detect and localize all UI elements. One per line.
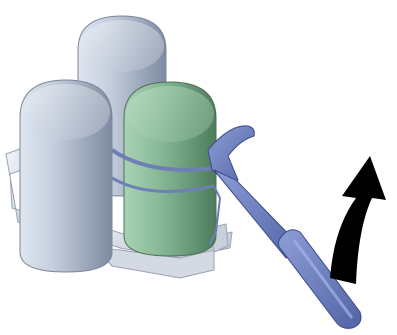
cylinder-front-left [20, 80, 112, 272]
curved-arrow-up-icon [330, 156, 386, 284]
strap-tensioning-tool-icon [208, 126, 361, 329]
